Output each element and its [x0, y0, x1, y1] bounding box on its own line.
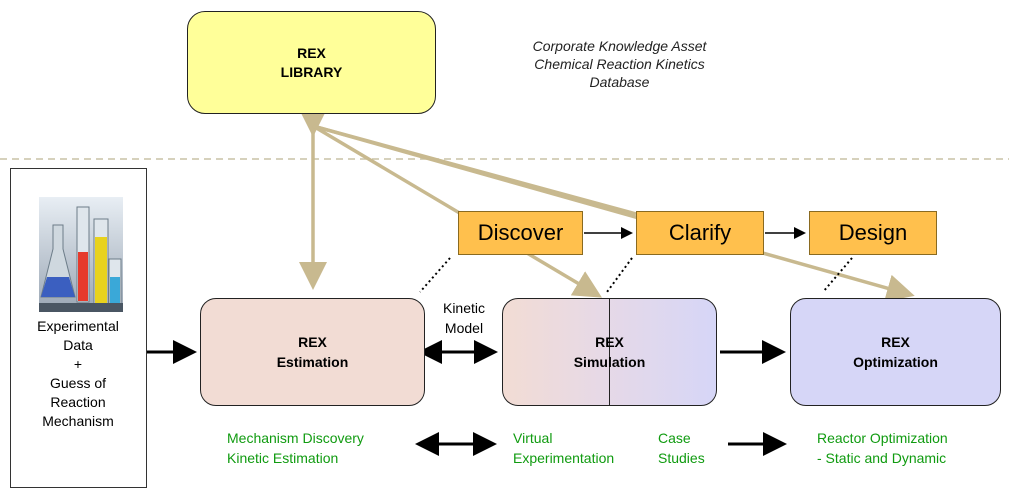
step-clarify: Clarify: [636, 211, 764, 255]
library-caption: Corporate Knowledge Asset Chemical React…: [487, 37, 752, 91]
reactor-caption-line1: Reactor Optimization: [817, 430, 948, 446]
kinetic-model-label: Kinetic Model: [428, 298, 500, 338]
input-line6: Mechanism: [42, 413, 114, 429]
input-panel: Experimental Data + Guess of Reaction Me…: [10, 168, 147, 488]
step-clarify-label: Clarify: [668, 220, 732, 245]
rex-simulation-line2: Simulation: [573, 354, 646, 370]
rex-library-line2: LIBRARY: [280, 63, 343, 80]
simulation-divider: [609, 299, 610, 405]
rex-simulation-line1: REX: [595, 334, 624, 350]
virtual-caption-line1: Virtual: [513, 430, 553, 446]
virtual-caption-line2: Experimentation: [513, 450, 615, 466]
input-line3: +: [73, 356, 83, 372]
reactor-caption-line2: - Static and Dynamic: [817, 450, 947, 466]
rex-library-line1: REX: [297, 44, 326, 61]
step-discover-label: Discover: [477, 220, 564, 245]
step-design: Design: [809, 211, 937, 255]
case-studies-caption: Case Studies: [658, 428, 728, 468]
caption-line2: Chemical Reaction Kinetics: [534, 56, 705, 72]
rex-optimization-line2: Optimization: [853, 354, 938, 370]
estimation-caption-line2: Kinetic Estimation: [227, 450, 339, 466]
case-caption-line2: Studies: [658, 450, 705, 466]
input-line2: Data: [63, 337, 93, 353]
dotted-leader-clarify: [606, 257, 633, 293]
reactor-caption: Reactor Optimization - Static and Dynami…: [817, 428, 1007, 468]
case-caption-line1: Case: [658, 430, 691, 446]
rex-estimation-line1: REX: [298, 334, 327, 350]
caption-line3: Database: [589, 74, 650, 90]
virtual-caption: Virtual Experimentation: [513, 428, 653, 468]
kinetic-model-line1: Kinetic: [442, 300, 486, 316]
input-description: Experimental Data + Guess of Reaction Me…: [11, 317, 145, 431]
rex-optimization-line1: REX: [881, 334, 910, 350]
lab-beakers-image: [39, 197, 123, 312]
rex-library-box: REX LIBRARY: [187, 11, 436, 114]
dotted-leader-discover: [419, 257, 451, 293]
input-line4: Guess of: [49, 375, 107, 391]
kinetic-model-line2: Model: [444, 320, 484, 336]
estimation-caption: Mechanism Discovery Kinetic Estimation: [227, 428, 427, 468]
rex-estimation-line2: Estimation: [276, 354, 349, 370]
rex-optimization-box: REX Optimization: [790, 298, 1001, 406]
rex-estimation-box: REX Estimation: [200, 298, 425, 406]
connector-library-simulation: [312, 124, 603, 298]
input-line1: Experimental: [37, 318, 119, 334]
step-discover: Discover: [458, 211, 583, 255]
input-line5: Reaction: [50, 394, 106, 410]
caption-line1: Corporate Knowledge Asset: [532, 38, 707, 54]
step-design-label: Design: [838, 220, 908, 245]
estimation-caption-line1: Mechanism Discovery: [227, 430, 364, 446]
connector-library-clarify: [312, 124, 637, 216]
rex-simulation-box: REX Simulation: [502, 298, 717, 406]
